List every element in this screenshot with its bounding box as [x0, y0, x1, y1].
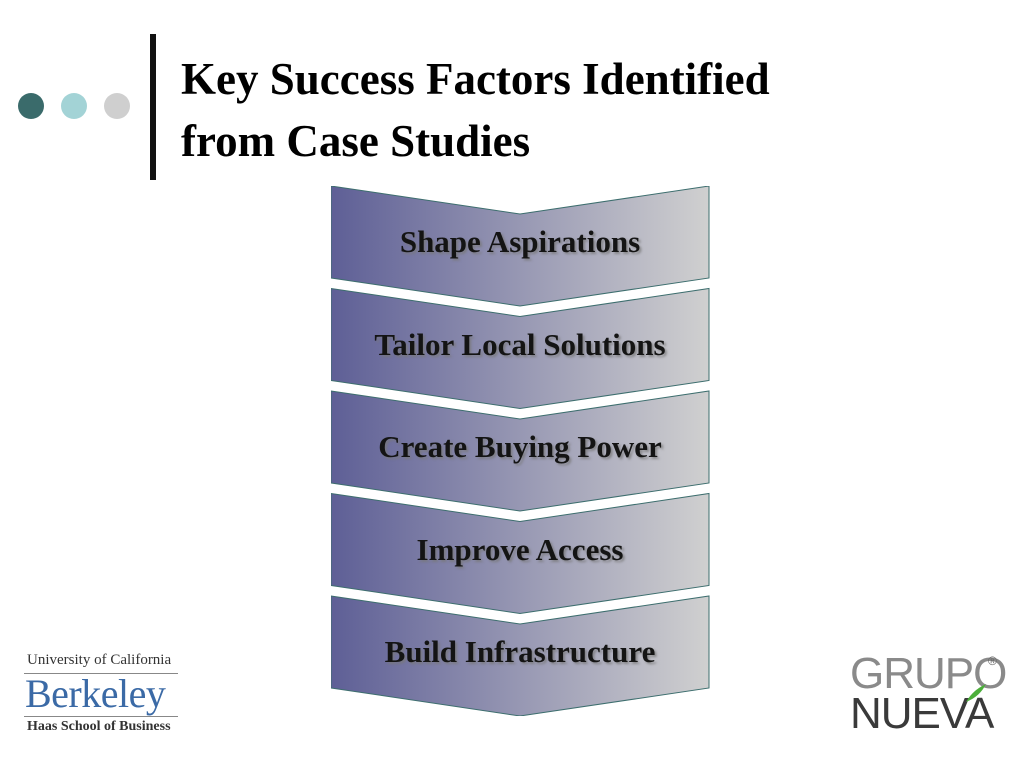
chevron-step-label-3: Create Buying Power — [378, 429, 662, 464]
berkeley-logo-bottom-text: Haas School of Business — [27, 719, 171, 734]
berkeley-logo-rule-bottom — [24, 716, 178, 717]
chevron-step-label-5: Build Infrastructure — [384, 634, 656, 669]
registered-mark: ® — [988, 654, 997, 668]
chevron-step-5 — [331, 595, 710, 716]
chevron-shapes — [331, 186, 710, 716]
dot-gray — [104, 93, 130, 119]
chevron-step-label-4: Improve Access — [416, 531, 624, 567]
dot-dark-teal — [18, 93, 44, 119]
grupo-nueva-logo: GRUPO ® NUEVA — [850, 652, 1010, 740]
title-line-1: Key Success Factors Identified — [181, 54, 770, 104]
slide-title: Key Success Factors Identified from Case… — [181, 48, 981, 172]
leaf-icon — [966, 684, 986, 702]
title-divider — [150, 34, 156, 180]
berkeley-logo-rule-top — [24, 673, 178, 674]
chevron-step-3 — [331, 390, 710, 512]
decorative-dots — [18, 93, 130, 119]
chevron-step-2 — [331, 287, 710, 410]
chevron-step-4 — [331, 492, 710, 615]
berkeley-logo-wordmark: Berkeley — [25, 671, 166, 716]
dot-light-teal — [61, 93, 87, 119]
berkeley-logo-top-text: University of California — [27, 652, 172, 668]
chevron-step-label-1: Shape Aspirations — [399, 224, 641, 259]
title-line-2: from Case Studies — [181, 116, 531, 166]
chevron-step-1 — [331, 186, 710, 307]
chevron-step-label-2: Tailor Local Solutions — [374, 326, 666, 362]
berkeley-haas-logo: University of California Berkeley Haas S… — [24, 652, 184, 740]
